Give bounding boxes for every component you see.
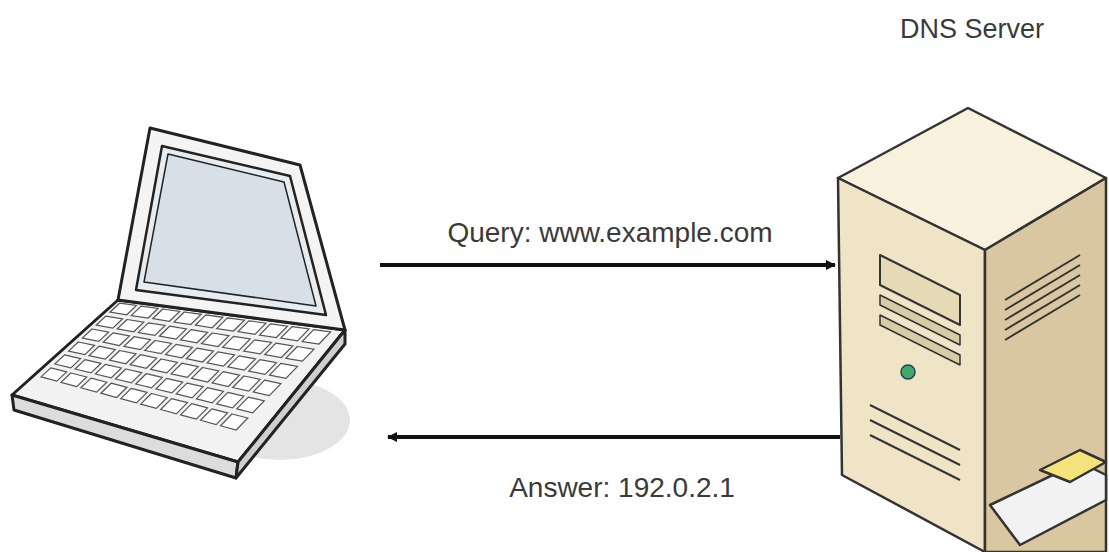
key <box>61 373 87 387</box>
key <box>96 316 122 328</box>
key <box>131 306 158 318</box>
vent-line <box>1005 255 1080 300</box>
key <box>174 312 201 325</box>
vent-line <box>1005 275 1080 320</box>
arrow-label: Query: www.example.com <box>441 215 779 250</box>
key <box>138 323 165 336</box>
key <box>55 355 81 368</box>
key <box>69 342 95 355</box>
laptop <box>12 128 350 478</box>
key <box>136 374 163 388</box>
vent-line <box>1005 295 1080 340</box>
key <box>237 397 264 413</box>
key <box>117 320 144 332</box>
key <box>101 383 127 397</box>
key <box>81 378 107 392</box>
key <box>103 333 129 346</box>
key <box>110 303 137 315</box>
key <box>75 360 101 373</box>
vent-line <box>1005 265 1080 310</box>
key <box>145 341 172 354</box>
key <box>41 368 67 381</box>
key <box>124 337 151 350</box>
server-node: DNS Server <box>868 12 1076 47</box>
key <box>121 388 147 403</box>
key <box>89 346 115 359</box>
key <box>116 369 142 383</box>
server-tower <box>838 108 1106 552</box>
key <box>253 380 281 395</box>
arrow-label: Answer: 192.0.2.1 <box>453 470 791 505</box>
key <box>82 329 108 341</box>
key <box>221 414 248 430</box>
key <box>286 347 314 362</box>
vent-line <box>1005 285 1080 330</box>
key <box>270 363 298 378</box>
answer-arrow <box>388 435 840 439</box>
key <box>130 355 157 369</box>
key <box>153 309 180 321</box>
key <box>159 326 186 339</box>
key <box>110 351 136 364</box>
node-title: DNS Server <box>872 12 1072 47</box>
key <box>141 394 168 409</box>
key <box>302 330 330 344</box>
key <box>95 364 121 378</box>
query-arrow <box>380 263 835 267</box>
